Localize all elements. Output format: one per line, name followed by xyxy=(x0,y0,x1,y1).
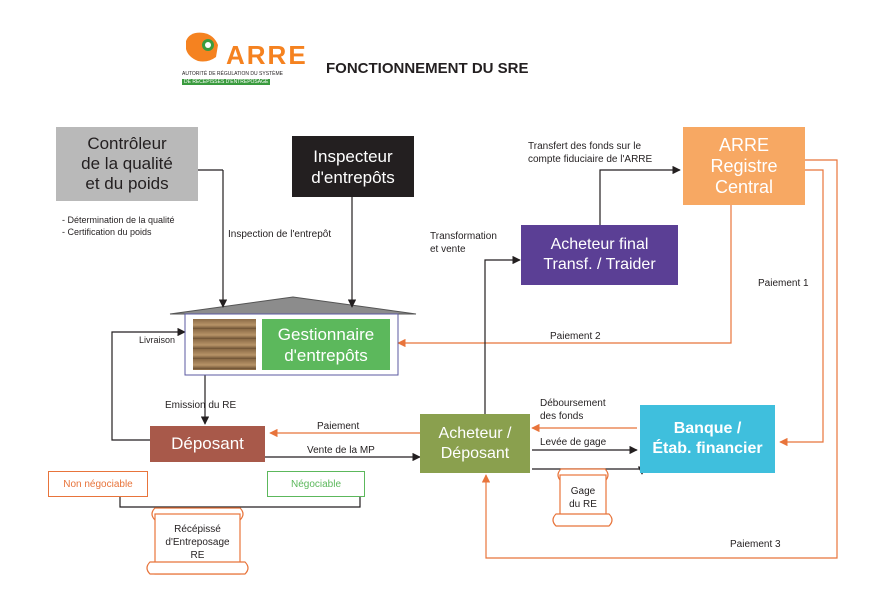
arre-logo: ARRE AUTORITÉ DE RÉGULATION DU SYSTÈME D… xyxy=(178,23,306,89)
box-deposant: Déposant xyxy=(150,426,265,462)
box-non-negociable: Non négociable xyxy=(48,471,148,497)
label-transfert: Transfert des fonds sur le compte fiduci… xyxy=(528,141,653,165)
recepisse-text: Récépissé d'Entreposage RE xyxy=(165,523,230,561)
box-arre-registre: ARRE Registre Central xyxy=(683,127,805,205)
box-banque: Banque / Étab. financier xyxy=(640,405,775,473)
gage-scroll xyxy=(552,468,613,527)
logo-line1: AUTORITÉ DE RÉGULATION DU SYSTÈME xyxy=(182,71,283,77)
arrow-livraison xyxy=(111,327,186,441)
logo-line2: DE RÉCÉPISSÉS D'ENTREPOSAGE xyxy=(182,79,271,85)
box-inspecteur: Inspecteur d'entrepôts xyxy=(292,136,414,197)
gage-text: Gage du RE xyxy=(569,486,597,510)
box-acheteur-deposant: Acheteur / Déposant xyxy=(420,414,530,473)
label-paiement1: Paiement 1 xyxy=(758,278,809,289)
arrow-paiement3 xyxy=(481,159,838,559)
recepisse-scroll xyxy=(146,507,249,575)
label-livraison: Livraison xyxy=(139,335,176,345)
label-controle-tasks: - Détermination de la qualité - Certific… xyxy=(62,215,175,237)
arrow-transformation xyxy=(484,255,521,414)
arrow-paiement2 xyxy=(397,205,732,348)
warehouse-frame xyxy=(184,313,399,376)
label-emission: Emission du RE xyxy=(165,400,237,411)
label-transformation: Transformation et vente xyxy=(430,231,497,255)
label-deboursement: Déboursement des fonds xyxy=(540,398,606,422)
label-levee: Levée de gage xyxy=(540,437,607,448)
page-title: FONCTIONNEMENT DU SRE xyxy=(326,60,529,77)
label-paiement2: Paiement 2 xyxy=(550,331,601,342)
box-negociable: Négociable xyxy=(267,471,365,497)
arrow-paiement1 xyxy=(779,169,824,447)
label-vente-mp: Vente de la MP xyxy=(307,445,375,456)
box-controleur: Contrôleur de la qualité et du poids xyxy=(56,127,198,201)
warehouse-roof xyxy=(169,296,417,315)
label-paiement: Paiement xyxy=(317,421,360,432)
box-gestionnaire: Gestionnaire d'entrepôts xyxy=(262,319,390,370)
arrow-transfert xyxy=(599,165,681,225)
label-paiement3: Paiement 3 xyxy=(730,539,781,550)
warehouse-sacks-image xyxy=(193,319,256,370)
logo-name: ARRE xyxy=(226,40,308,70)
label-inspection: Inspection de l'entrepôt xyxy=(228,229,332,240)
box-acheteur-final: Acheteur final Transf. / Traider xyxy=(521,225,678,285)
